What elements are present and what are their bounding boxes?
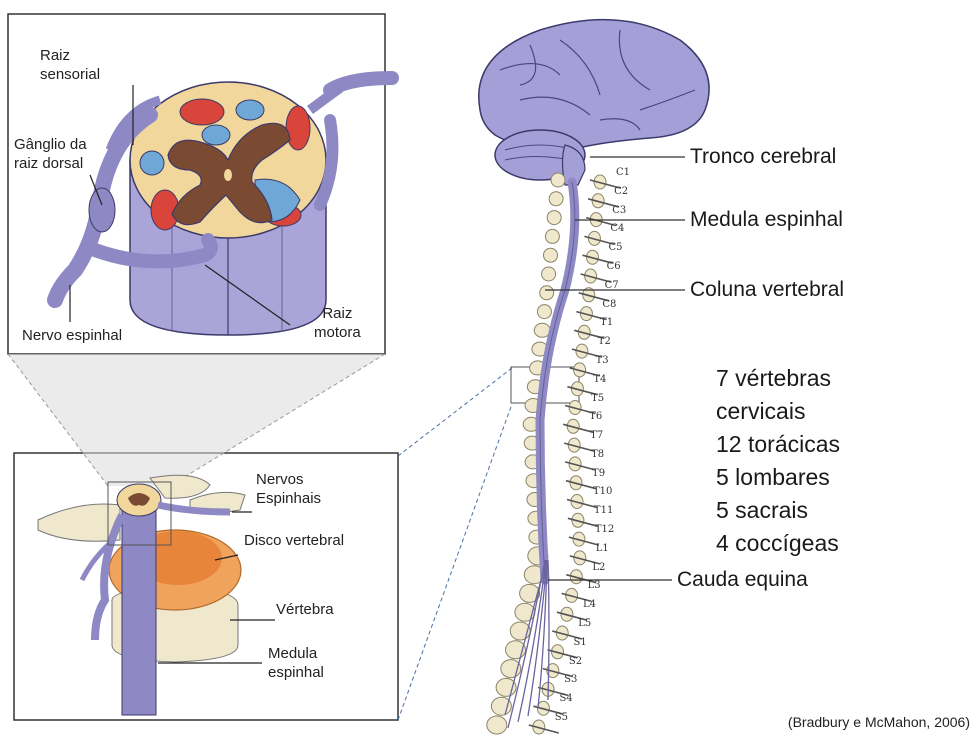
segment-label: S3 <box>564 674 577 685</box>
segment-label: S4 <box>559 693 572 704</box>
count-line: 5 lombares <box>716 461 840 494</box>
segment-label: T1 <box>600 317 613 328</box>
vertebra-body <box>549 192 563 206</box>
zoom-line-bottom <box>398 404 512 720</box>
vertebra-counts: 7 vértebras cervicais 12 torácicas 5 lom… <box>716 362 840 560</box>
label-inset-spinal-cord: Medula espinhal <box>268 644 324 682</box>
label-dorsal-root-ganglion: Gânglio da raiz dorsal <box>14 135 87 173</box>
segment-label: C4 <box>610 223 624 234</box>
segment-label: C3 <box>612 205 626 216</box>
segment-label: L5 <box>578 618 591 629</box>
segment-label: S5 <box>555 712 568 723</box>
vertebra-body <box>545 229 559 243</box>
segment-label: C6 <box>607 261 621 272</box>
segment-label: T10 <box>593 486 612 497</box>
segment-label: L4 <box>583 599 596 610</box>
vertebra-body <box>487 716 507 734</box>
label-spinal-nerves: Nervos Espinhais <box>256 470 321 508</box>
label-cauda-equina: Cauda equina <box>677 568 808 592</box>
segment-label: C2 <box>614 186 628 197</box>
segment-label: T9 <box>592 468 605 479</box>
segment-label: T6 <box>589 411 602 422</box>
count-line: 7 vértebras <box>716 362 840 395</box>
segment-label: T7 <box>590 430 603 441</box>
segment-label: C7 <box>605 280 619 291</box>
vertebra-body <box>551 173 565 187</box>
vertebra-body <box>547 211 561 225</box>
segment-label: T2 <box>598 336 611 347</box>
label-spinal-nerve: Nervo espinhal <box>22 326 122 345</box>
zoom-line-top <box>398 368 512 456</box>
count-line: 4 coccígeas <box>716 527 840 560</box>
segment-label: L1 <box>596 543 609 554</box>
count-line: cervicais <box>716 395 840 428</box>
label-vertebral-disc: Disco vertebral <box>244 531 344 550</box>
label-vertebral-column: Coluna vertebral <box>690 278 844 302</box>
vertebra-body <box>544 248 558 262</box>
vertebra-body <box>496 678 516 696</box>
brain <box>479 20 709 185</box>
segment-label: S1 <box>574 637 587 648</box>
segment-label: C1 <box>616 167 630 178</box>
label-brainstem: Tronco cerebral <box>690 145 836 169</box>
segment-label: T11 <box>594 505 613 516</box>
segment-label: S2 <box>569 656 582 667</box>
citation: (Bradbury e McMahon, 2006) <box>788 714 970 730</box>
segment-label: L3 <box>588 580 601 591</box>
label-vertebra: Vértebra <box>276 600 334 619</box>
vertebra-body <box>542 267 556 281</box>
segment-label: C8 <box>602 299 616 310</box>
segment-label: L2 <box>592 562 605 573</box>
segment-label: T3 <box>596 355 609 366</box>
label-sensory-root: Raiz sensorial <box>40 46 100 84</box>
count-line: 5 sacrais <box>716 494 840 527</box>
vertebra-body <box>540 286 554 300</box>
vertebra-body <box>537 305 551 319</box>
segment-label: T12 <box>595 524 614 535</box>
segment-label: T8 <box>591 449 604 460</box>
count-line: 12 torácicas <box>716 428 840 461</box>
segment-label: T4 <box>593 374 606 385</box>
segment-label: T5 <box>591 393 604 404</box>
label-motor-root: Raiz motora <box>314 304 361 342</box>
segment-label: C5 <box>608 242 622 253</box>
label-spinal-cord: Medula espinhal <box>690 208 843 232</box>
